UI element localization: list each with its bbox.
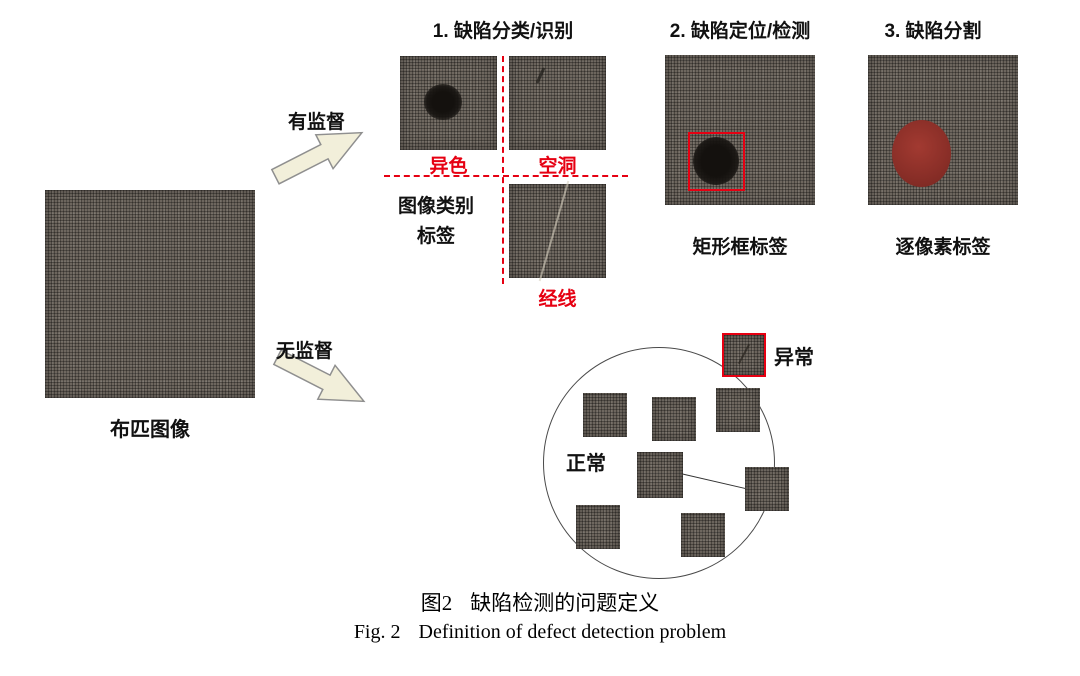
caption-zh-text: 缺陷检测的问题定义 [470,591,660,615]
pixel-mask-blob [892,120,951,187]
normal-patch [637,452,683,498]
supervised-arrow-icon [270,131,364,185]
red-dashed-divider-vertical [502,56,504,284]
source-label: 布匹图像 [110,419,190,441]
segmentation-image [868,55,1018,205]
localization-title: 2. 缺陷定位/检测 [669,21,811,42]
defect-warp-label: 经线 [538,289,577,310]
fabric-source-image [45,190,255,398]
hole-defect-mark [535,67,546,84]
caption-en: Fig. 2 Definition of defect detection pro… [0,621,1080,644]
red-dashed-divider-horizontal [384,175,628,177]
normal-patch [716,388,760,432]
localization-image [665,55,815,205]
bounding-box [688,132,745,191]
normal-patch-on-boundary [745,467,789,511]
defect-color-label: 异色 [429,156,468,177]
normal-cluster-circle [543,347,775,579]
normal-patch [583,393,627,437]
dark-spot-defect [424,84,462,120]
caption-en-number: Fig. 2 [353,621,401,643]
unsupervised-label: 无监督 [276,341,334,362]
abnormal-patch [722,333,766,377]
classification-tag-label: 图像类别 标签 [384,192,488,252]
warp-defect-mark [538,180,570,282]
caption-zh: 图2 缺陷检测的问题定义 [0,587,1080,617]
defect-hole-label: 空洞 [538,156,577,177]
normal-label: 正常 [566,453,606,475]
classification-tag-line1: 图像类别 [397,196,474,217]
segmentation-title: 3. 缺陷分割 [884,21,982,42]
normal-patch [652,397,696,441]
dark-spot-defect [693,137,739,185]
caption-zh-number: 图2 [420,591,453,615]
defect-color-image [400,56,497,150]
classification-title: 1. 缺陷分类/识别 [432,21,574,42]
abnormal-label: 异常 [774,347,814,369]
classification-tag-line2: 标签 [416,226,455,247]
abnormal-defect-mark [737,343,751,365]
unsupervised-arrow-icon [272,349,366,403]
normal-patch [681,513,725,557]
defect-warp-image [509,180,606,282]
caption-en-text: Definition of defect detection problem [418,621,727,643]
localization-tag-label: 矩形框标签 [692,237,788,258]
segmentation-tag-label: 逐像素标签 [895,237,991,258]
defect-hole-image [509,56,606,150]
supervised-label: 有监督 [288,112,346,133]
normal-patch [576,505,620,549]
